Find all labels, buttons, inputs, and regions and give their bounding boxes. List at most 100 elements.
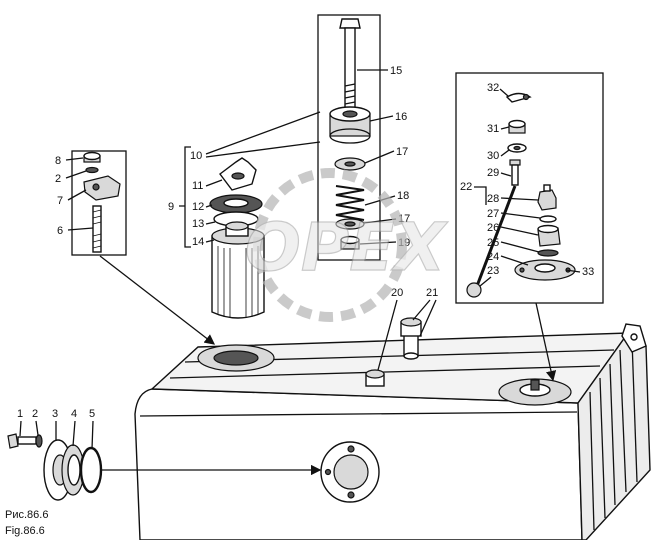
arrow-gauge-to-tank — [535, 302, 557, 382]
callout-26: 26 — [487, 222, 499, 234]
pivot-bolt-shank — [511, 164, 519, 186]
rib-line — [609, 363, 616, 506]
gauge-fitting — [537, 189, 557, 211]
float-lever — [475, 185, 517, 287]
washer-upper-hole — [344, 161, 356, 167]
callout-29: 29 — [487, 167, 499, 179]
callout-32: 32 — [487, 82, 499, 94]
watermark-gear — [253, 168, 407, 322]
top-assembly-frame — [317, 14, 381, 261]
nut-bottom — [329, 128, 371, 144]
assembly-bracket-9 — [179, 146, 191, 248]
watermark-logo: OPEX — [244, 168, 449, 322]
gauge-flange-center — [534, 263, 556, 273]
bracket-hole — [92, 183, 100, 191]
float-ball — [466, 282, 482, 298]
pivot-bolt-head — [509, 159, 521, 166]
long-bolt-head — [339, 18, 361, 29]
leader-lines-gauge — [474, 88, 581, 287]
mount-ear-hole — [630, 333, 638, 341]
callout-33: 33 — [582, 266, 594, 278]
rib-line — [589, 391, 595, 531]
callout-16: 16 — [395, 111, 407, 123]
callout-2-washer: 2 — [55, 173, 61, 185]
rib-line — [631, 339, 638, 483]
drain-assembly: 1 2 3 4 5 — [7, 408, 103, 501]
callout-8: 8 — [55, 155, 61, 167]
bracket-assembly-frame — [71, 150, 127, 256]
drain-bolt-shank — [17, 436, 37, 445]
leader-lines-drain — [19, 420, 94, 450]
callout-9: 9 — [168, 201, 174, 213]
fuel-tank — [134, 317, 651, 540]
drain-bolt-washer — [35, 434, 43, 448]
figure-caption-ru: Рис.86.6 — [5, 509, 48, 521]
watermark-text: OPEX — [245, 209, 449, 286]
callout-14: 14 — [192, 236, 204, 248]
leader-lines-top — [357, 69, 397, 245]
arrow-bracket-to-filler — [99, 255, 216, 345]
callout-6: 6 — [57, 225, 63, 237]
washer-lower-hole — [344, 221, 356, 227]
figure-caption-en: Fig.86.6 — [5, 525, 45, 537]
callout-7: 7 — [57, 195, 63, 207]
drain-bolt-head — [7, 433, 19, 449]
bolt-thread — [344, 83, 356, 105]
spring — [335, 185, 365, 221]
callout-23: 23 — [487, 265, 499, 277]
callout-28: 28 — [487, 193, 499, 205]
callout-12: 12 — [192, 201, 204, 213]
hex-nut-top — [83, 151, 101, 161]
callout-18: 18 — [397, 190, 409, 202]
sealing-ring — [537, 249, 559, 257]
callout-27: 27 — [487, 208, 499, 220]
filter-assembly: 10 11 9 12 13 14 — [168, 111, 321, 319]
breather-tube-end — [403, 352, 419, 360]
callout-17: 17 — [396, 146, 408, 158]
filter-seal-ring-inner — [223, 198, 249, 208]
drain-ring — [79, 446, 103, 494]
nut-bore — [342, 110, 358, 118]
bracket-assembly: 8 2 7 6 — [55, 150, 127, 256]
callout-13: 13 — [192, 218, 204, 230]
filter-cap-top — [225, 221, 249, 231]
callout-21: 21 — [426, 287, 438, 299]
gauge-fitting-stem — [543, 184, 551, 192]
filter-body — [211, 235, 265, 319]
callout-4: 4 — [71, 408, 77, 420]
mounting-bracket — [83, 175, 121, 201]
lock-nut-top — [340, 235, 360, 245]
drain-port-bolt-hole — [347, 445, 355, 453]
gauge-assembly-frame — [455, 72, 604, 304]
leader-lines-bracket — [65, 157, 94, 231]
flat-washer-hole — [513, 145, 521, 151]
drain-gasket-inner — [67, 454, 81, 486]
cotter-pin-eye — [522, 93, 530, 101]
gauge-mount-stem — [530, 379, 540, 391]
gauge-assembly: 32 31 30 29 22 28 27 26 25 24 23 33 — [455, 72, 604, 304]
drain-port-bolt-hole — [324, 468, 332, 476]
vent-plug-top — [365, 369, 385, 379]
callout-2-drain: 2 — [32, 408, 38, 420]
tank-top-rib — [169, 365, 601, 379]
tank-top-callouts: 20 21 — [377, 287, 438, 371]
callout-15: 15 — [390, 65, 402, 77]
stud-thread — [92, 209, 102, 249]
callout-5: 5 — [89, 408, 95, 420]
callout-11: 11 — [192, 180, 203, 192]
rib-line — [599, 377, 606, 519]
cover-plate-hole — [231, 172, 245, 180]
tank-front-edge — [139, 411, 578, 417]
callout-1: 1 — [17, 408, 23, 420]
breather-cap-top — [400, 317, 422, 327]
tank-side-ribs — [589, 339, 638, 531]
drain-port-opening — [333, 454, 369, 490]
callout-30: 30 — [487, 150, 499, 162]
flange-hole — [519, 267, 525, 273]
filter-body-hatching — [217, 246, 259, 318]
callout-10: 10 — [190, 150, 202, 162]
spring-washer — [85, 166, 99, 174]
callout-20: 20 — [391, 287, 403, 299]
threaded-stud — [92, 205, 102, 253]
callout-31: 31 — [487, 123, 499, 135]
